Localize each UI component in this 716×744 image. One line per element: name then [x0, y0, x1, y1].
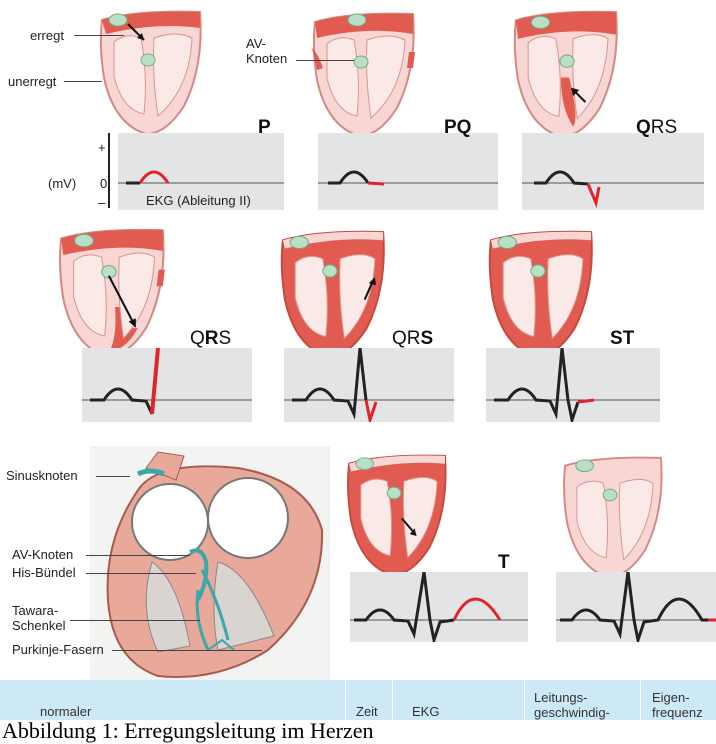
ekg-panel-rest — [556, 572, 716, 642]
th-normaler: normaler — [40, 704, 91, 719]
legend-av: AV-Knoten — [246, 36, 287, 66]
leader-line — [64, 81, 102, 82]
leader-line — [96, 476, 130, 477]
axis-minus: – — [98, 195, 105, 210]
ekg-panel-r — [82, 348, 252, 422]
ekg-panel-t — [350, 572, 528, 642]
th-ekg: EKG — [412, 704, 439, 719]
th-frequenz: frequenz — [652, 705, 703, 720]
anatomical-heart — [98, 450, 330, 682]
label-tawara-2: Schenkel — [12, 618, 65, 633]
axis-unit: (mV) — [48, 176, 76, 191]
phase-label-p: P — [258, 117, 271, 139]
label-tawara-1: Tawara- — [12, 603, 58, 618]
phase-label-st: ST — [610, 328, 634, 350]
ekg-panel-q — [522, 133, 704, 210]
leader-line — [86, 573, 196, 574]
figure-caption: Abbildung 1: Erregungsleitung im Herzen — [2, 718, 373, 744]
column-divider — [640, 680, 641, 720]
phase-label-t: T — [498, 552, 510, 574]
ekg-panel-st — [486, 348, 660, 422]
heart-diagram-t — [336, 450, 458, 582]
leader-line — [86, 555, 190, 556]
phase-label-q: QRS — [636, 117, 677, 139]
label-purkinje: Purkinje-Fasern — [12, 642, 104, 657]
ekg-panel-pq — [318, 133, 498, 210]
heart-diagram-pq — [306, 8, 422, 143]
column-divider — [392, 680, 393, 720]
label-his-buendel: His-Bündel — [12, 565, 76, 580]
heart-diagram-st — [478, 226, 604, 364]
th-geschwindig: geschwindig- — [534, 705, 610, 720]
leader-line — [74, 35, 124, 36]
axis-zero: 0 — [100, 176, 107, 191]
y-axis — [108, 133, 110, 208]
label-av-knoten: AV-Knoten — [12, 547, 73, 562]
ekg-caption: EKG (Ableitung II) — [146, 193, 251, 208]
heart-diagram-r — [52, 224, 172, 364]
column-divider — [345, 680, 346, 720]
heart-diagram-s — [270, 226, 396, 364]
leader-line — [296, 60, 354, 61]
legend-unerregt: unerregt — [8, 74, 56, 89]
ekg-panel-s — [284, 348, 454, 422]
axis-plus: + — [98, 140, 106, 155]
th-eigen: Eigen- — [652, 690, 690, 705]
phase-label-r: QRS — [190, 328, 231, 350]
heart-diagram-rest — [550, 452, 676, 584]
column-divider — [524, 680, 525, 720]
label-sinusknoten: Sinusknoten — [6, 468, 78, 483]
leader-line — [112, 650, 262, 651]
phase-label-pq: PQ — [444, 117, 471, 139]
table-header-strip: normaler Zeit EKG Leitungs- geschwindig-… — [0, 680, 716, 720]
heart-diagram-q — [508, 6, 624, 144]
th-zeit: Zeit — [356, 704, 378, 719]
leader-line — [70, 620, 200, 621]
legend-erregt: erregt — [30, 28, 64, 43]
phase-label-s: QRS — [392, 328, 433, 350]
heart-diagram-p — [96, 6, 206, 141]
th-leitungs: Leitungs- — [534, 690, 587, 705]
